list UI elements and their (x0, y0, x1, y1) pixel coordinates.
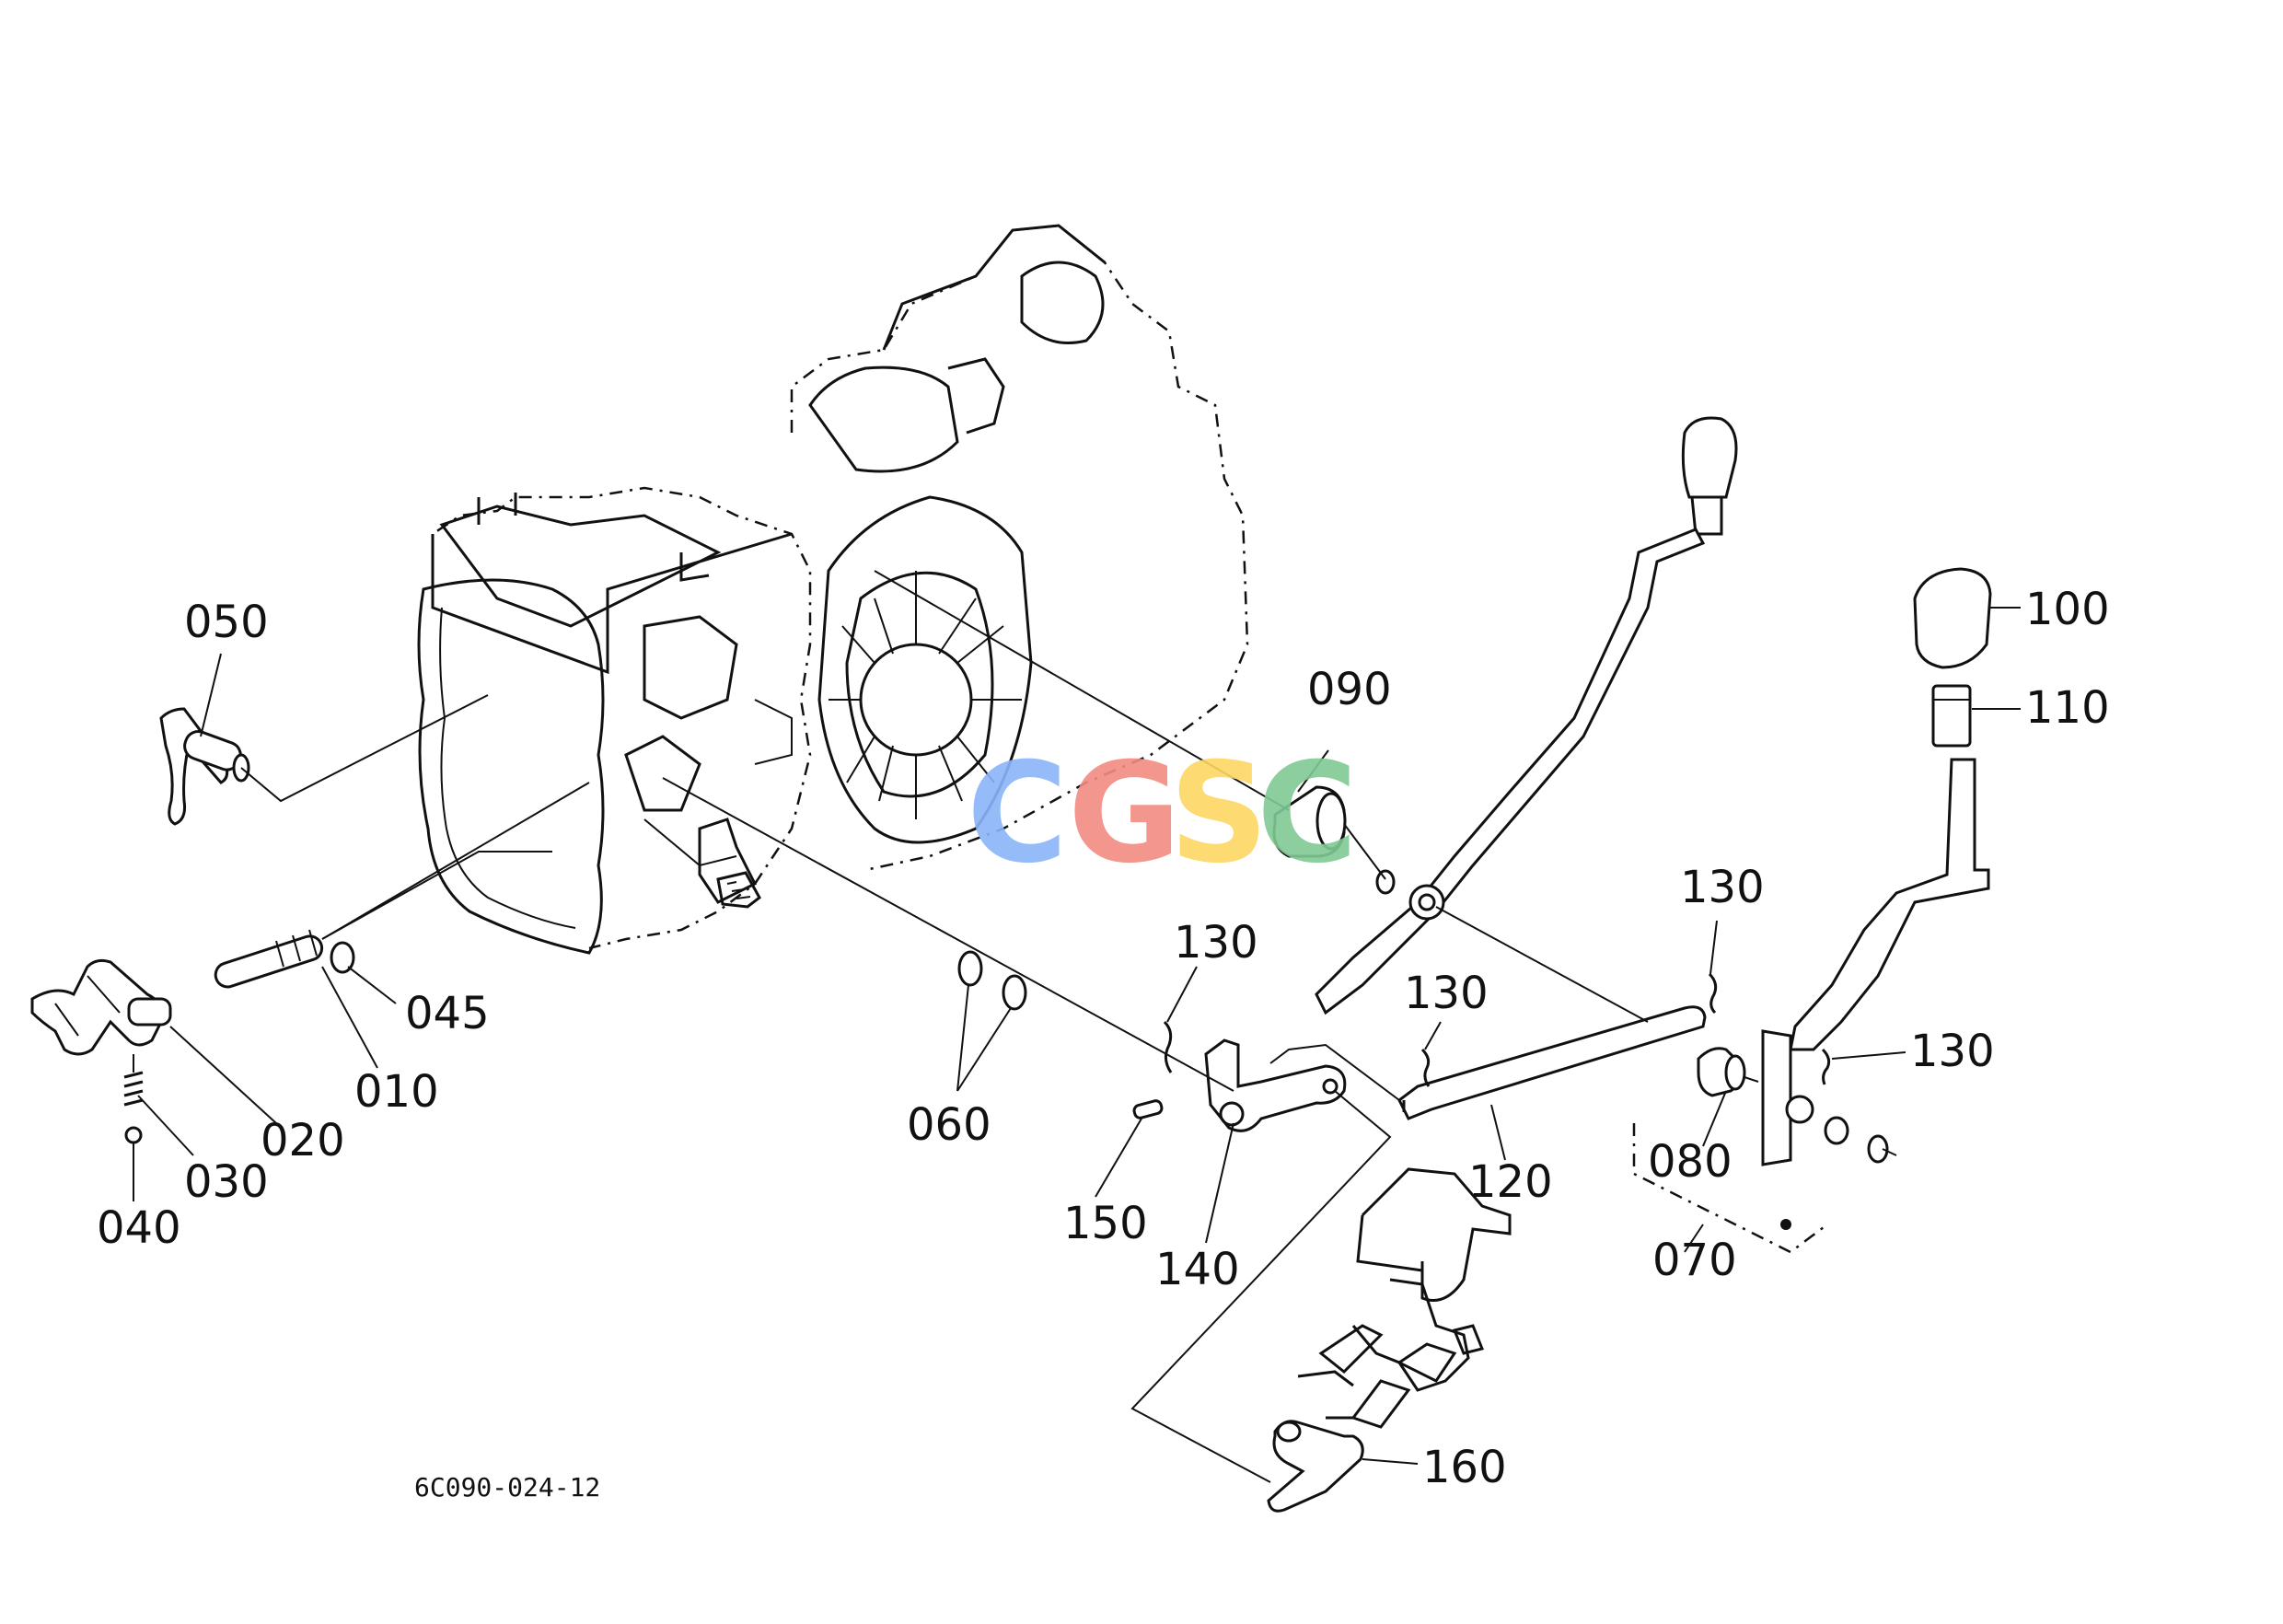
callout-110: 110 (2025, 682, 2110, 734)
part-070-lever-assembly (1632, 758, 1990, 1254)
callout-120: 120 (1468, 1156, 1553, 1208)
part-045-snap-ring (330, 941, 355, 974)
part-130-split-pins (1163, 972, 1831, 1087)
part-080-collar (1697, 1047, 1746, 1097)
cgsc-watermark: C G S C (967, 734, 1358, 894)
callout-130-left: 130 (1174, 917, 1258, 969)
callout-150: 150 (1063, 1198, 1148, 1249)
watermark-letter-c2: C (1257, 734, 1358, 894)
callout-010: 010 (354, 1066, 439, 1118)
part-110-knob-adapter (1931, 684, 1972, 748)
callout-130-middle: 130 (1404, 968, 1489, 1019)
part-030-spring (123, 1054, 144, 1107)
part-140-arm (1204, 1038, 1347, 1132)
callout-labels: 050 010 020 030 040 045 060 090 100 110 … (97, 584, 2110, 1493)
watermark-letter-s: S (1169, 734, 1269, 894)
callout-020: 020 (261, 1115, 345, 1166)
callout-040: 040 (97, 1202, 181, 1254)
pedal-bracket-assembly (1267, 1167, 1512, 1513)
part-100-knob (1913, 567, 1992, 669)
part-060-o-rings (957, 950, 1027, 1011)
callout-050: 050 (184, 597, 269, 648)
callout-070: 070 (1652, 1235, 1737, 1286)
drawing-code: 6C090-024-12 (414, 1472, 600, 1502)
watermark-letter-c1: C (967, 734, 1068, 894)
watermark-letter-g: G (1068, 734, 1181, 894)
callout-100: 100 (2025, 584, 2110, 635)
callout-160: 160 (1422, 1442, 1507, 1493)
part-050-shift-lever (159, 707, 250, 826)
callout-045: 045 (405, 988, 490, 1039)
callout-090: 090 (1307, 664, 1392, 715)
part-150-pin (1132, 1099, 1164, 1119)
part-090-collar (1272, 785, 1396, 895)
main-shift-lever (1315, 416, 1738, 1015)
callout-030: 030 (184, 1156, 269, 1208)
part-020-shift-fork (30, 958, 172, 1056)
part-010-shift-rod (214, 929, 324, 989)
transmission-housing (417, 224, 1249, 955)
part-040-ball (124, 1126, 143, 1144)
callout-leaders (133, 607, 2021, 1465)
callout-060: 060 (907, 1099, 991, 1151)
callout-080: 080 (1648, 1136, 1733, 1188)
leader-lines (240, 570, 1759, 1483)
callout-130-right: 130 (1910, 1026, 1995, 1077)
part-120-link-rod (1397, 1005, 1707, 1120)
callout-140: 140 (1155, 1244, 1240, 1295)
callout-130-upper-right: 130 (1680, 862, 1765, 913)
